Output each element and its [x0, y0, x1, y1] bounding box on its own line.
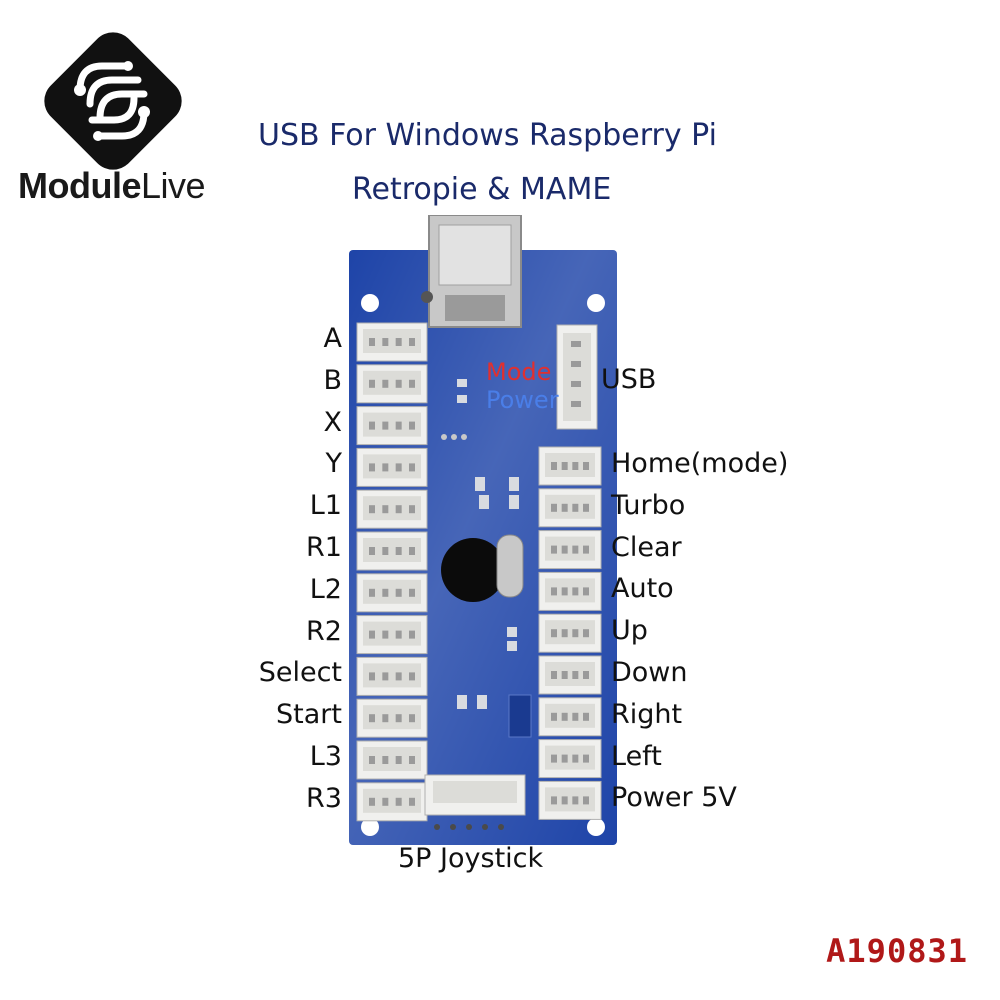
right-connector	[538, 655, 602, 695]
right-connector	[538, 613, 602, 653]
right-connector	[538, 530, 602, 570]
left-connector	[356, 489, 428, 529]
title-line-1: USB For Windows Raspberry Pi	[258, 118, 717, 153]
right-label: Up	[611, 615, 648, 647]
left-connector	[356, 698, 428, 738]
right-label: Clear	[611, 531, 682, 563]
left-label: R3	[306, 782, 342, 814]
usb-header	[556, 324, 598, 430]
right-label: Turbo	[611, 489, 686, 521]
left-label: Select	[258, 657, 342, 689]
left-label: R2	[306, 615, 342, 647]
right-label: Left	[611, 740, 662, 772]
left-connector	[356, 322, 428, 362]
joystick-label: 5P Joystick	[398, 843, 544, 874]
left-label: Start	[276, 699, 342, 731]
title-line-2: Retropie & MAME	[352, 172, 612, 207]
left-label: B	[323, 364, 342, 396]
right-connector	[538, 488, 602, 528]
encoder-board	[349, 215, 617, 845]
usb-b-port	[421, 215, 522, 328]
left-label: L1	[309, 490, 342, 522]
left-label: L3	[309, 741, 342, 772]
modulelive-logo-icon	[44, 32, 182, 170]
left-label: Y	[325, 448, 343, 480]
right-connector	[538, 446, 602, 486]
power-led-label: Power	[486, 386, 559, 414]
right-label: Home(mode)	[611, 448, 789, 479]
left-connector	[356, 447, 428, 487]
left-connector	[356, 615, 428, 655]
right-connector	[538, 697, 602, 737]
left-label: R1	[306, 532, 342, 563]
left-label: A	[323, 323, 342, 354]
right-label: Power 5V	[611, 782, 737, 814]
left-connector	[356, 782, 428, 822]
right-connector	[538, 780, 602, 820]
left-connector	[356, 573, 428, 613]
left-connector	[356, 531, 428, 571]
right-connector	[538, 739, 602, 779]
right-connector	[538, 571, 602, 611]
left-connector	[356, 406, 428, 446]
left-connector	[356, 740, 428, 780]
right-label: USB	[601, 364, 657, 395]
left-label: L2	[309, 573, 342, 605]
product-code: A190831	[826, 932, 968, 970]
joystick-header	[424, 774, 526, 830]
right-label: Right	[611, 698, 683, 730]
left-label: X	[323, 406, 343, 438]
logo-wordmark: ModuleLive	[18, 165, 206, 206]
mode-led-label: Mode	[486, 358, 552, 386]
right-label: Down	[611, 657, 688, 688]
left-connector	[356, 656, 428, 696]
left-connector	[356, 364, 428, 404]
right-label: Auto	[611, 573, 674, 605]
